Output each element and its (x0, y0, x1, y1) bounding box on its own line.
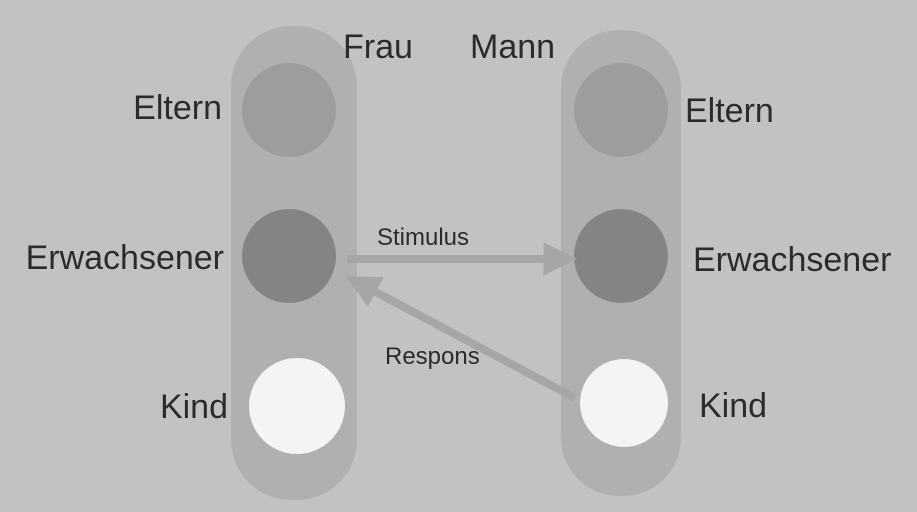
right-circle-kind (580, 359, 668, 447)
left-circle-erwachsener (242, 209, 336, 303)
left-label-kind: Kind (160, 388, 228, 426)
right-label-kind: Kind (699, 387, 767, 425)
right-circle-eltern (574, 63, 668, 157)
left-circle-eltern (242, 63, 336, 157)
right-circle-erwachsener (574, 209, 668, 303)
right-label-eltern: Eltern (685, 92, 774, 130)
left-label-eltern: Eltern (133, 89, 222, 127)
stimulus-label: Stimulus (377, 224, 469, 251)
response-label: Respons (385, 343, 480, 370)
left-person-name: Frau (343, 28, 413, 66)
right-person-name: Mann (470, 28, 555, 66)
right-label-erwachsener: Erwachsener (693, 241, 891, 279)
response-arrow (346, 276, 577, 402)
left-circle-kind (249, 358, 345, 454)
left-label-erwachsener: Erwachsener (26, 239, 224, 277)
